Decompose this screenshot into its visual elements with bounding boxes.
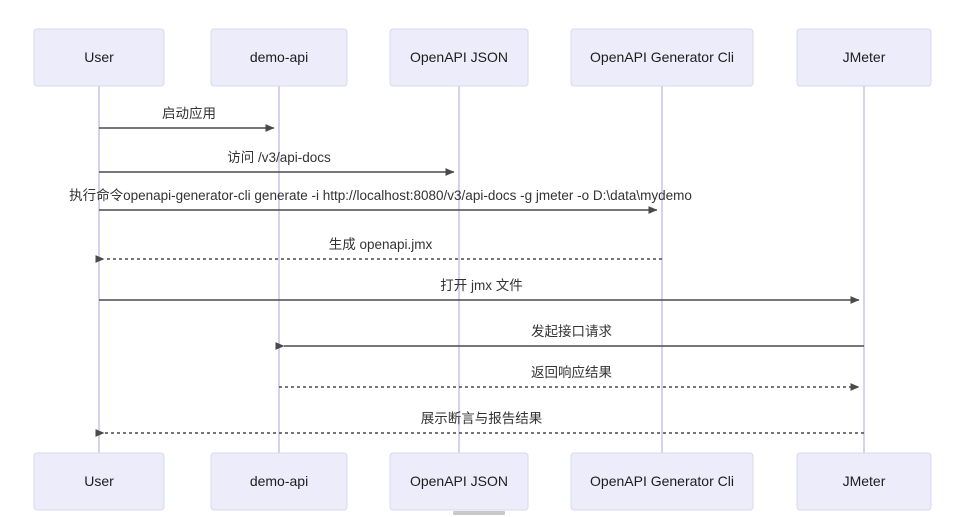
message-4[interactable]: 生成 openapi.jmx bbox=[95, 237, 662, 263]
message-label: 访问 /v3/api-docs bbox=[227, 150, 331, 165]
participant-box bbox=[796, 28, 932, 87]
participant-box bbox=[570, 452, 754, 511]
bottom-actor-boxes: User demo-api OpenAPI JSON OpenAPI Generato… bbox=[33, 452, 932, 511]
participant-label: demo-api bbox=[250, 49, 308, 65]
participant-box bbox=[210, 452, 348, 511]
participant-jmeter-bottom[interactable]: JMeter bbox=[796, 452, 932, 511]
participant-box bbox=[389, 452, 529, 511]
participant-label: demo-api bbox=[250, 473, 308, 489]
message-6[interactable]: 发起接口请求 bbox=[275, 323, 864, 350]
bottom-scroll-nub bbox=[453, 511, 505, 515]
message-label: 打开 jmx 文件 bbox=[440, 277, 523, 293]
participant-label: User bbox=[84, 473, 114, 489]
message-7[interactable]: 返回响应结果 bbox=[279, 364, 860, 391]
message-label: 发起接口请求 bbox=[531, 323, 612, 339]
message-1[interactable]: 启动应用 bbox=[99, 105, 275, 132]
participant-box bbox=[210, 28, 348, 87]
participant-openapi-json-top[interactable]: OpenAPI JSON bbox=[389, 28, 529, 87]
lifelines-layer bbox=[98, 86, 865, 453]
message-label: 生成 openapi.jmx bbox=[329, 237, 433, 252]
participant-generator-cli-top[interactable]: OpenAPI Generator Cli bbox=[570, 28, 754, 87]
participant-jmeter-top[interactable]: JMeter bbox=[796, 28, 932, 87]
message-8[interactable]: 展示断言与报告结果 bbox=[95, 411, 864, 437]
participant-openapi-json-bottom[interactable]: OpenAPI JSON bbox=[389, 452, 529, 511]
message-label: 启动应用 bbox=[162, 105, 216, 121]
participant-label: JMeter bbox=[843, 473, 886, 489]
participant-box bbox=[389, 28, 529, 87]
message-5[interactable]: 打开 jmx 文件 bbox=[99, 277, 860, 304]
participant-generator-cli-bottom[interactable]: OpenAPI Generator Cli bbox=[570, 452, 754, 511]
participant-box bbox=[796, 452, 932, 511]
participant-user-top[interactable]: User bbox=[33, 28, 165, 87]
participant-demo-api-bottom[interactable]: demo-api bbox=[210, 452, 348, 511]
participant-user-bottom[interactable]: User bbox=[33, 452, 165, 511]
participant-label: JMeter bbox=[843, 49, 886, 65]
message-3[interactable]: 执行命令openapi-generator-cli generate -i ht… bbox=[69, 187, 692, 214]
participant-demo-api-top[interactable]: demo-api bbox=[210, 28, 348, 87]
message-2[interactable]: 访问 /v3/api-docs bbox=[99, 150, 455, 176]
participant-label: OpenAPI Generator Cli bbox=[590, 473, 734, 489]
participant-label: User bbox=[84, 49, 114, 65]
participant-label: OpenAPI JSON bbox=[410, 49, 508, 65]
participant-box bbox=[33, 452, 165, 511]
participant-label: OpenAPI Generator Cli bbox=[590, 49, 734, 65]
message-label: 执行命令openapi-generator-cli generate -i ht… bbox=[69, 187, 692, 203]
top-actor-boxes: User demo-api OpenAPI JSON OpenAPI Generato… bbox=[33, 28, 932, 87]
participant-box bbox=[33, 28, 165, 87]
participant-box bbox=[570, 28, 754, 87]
message-label: 返回响应结果 bbox=[531, 364, 612, 380]
participant-label: OpenAPI JSON bbox=[410, 473, 508, 489]
message-label: 展示断言与报告结果 bbox=[421, 411, 543, 426]
